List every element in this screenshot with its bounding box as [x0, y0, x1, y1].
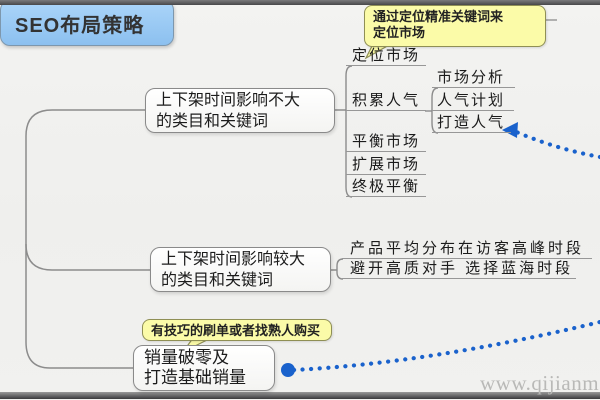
leaf-avoid-rivals-bluesea[interactable]: 避开高质对手 选择蓝海时段 [342, 260, 576, 279]
branch-node-sales-breakthrough[interactable]: 销量破零及 打造基础销量 [133, 345, 275, 391]
branch2-connector [25, 243, 150, 271]
relationship-arrowhead-icon [502, 122, 518, 138]
leaf-dingwei-shichang[interactable]: 定位市场 [346, 47, 426, 66]
leaf-jilei-renqi[interactable]: 积累人气 [346, 92, 426, 111]
watermark-text: www.qijianm [480, 371, 600, 395]
top-window-bar [0, 0, 600, 5]
branch3-label-line1: 销量破零及 [144, 348, 229, 367]
branch2-label-line1: 上下架时间影响较大 [161, 250, 306, 268]
note-positioning-keywords[interactable]: 通过定位精准关键词来 定位市场 [364, 5, 546, 47]
branch3-label-line2: 打造基础销量 [144, 368, 246, 387]
note1-text-line1: 通过定位精准关键词来 [373, 9, 504, 24]
bottom-window-bar [0, 392, 600, 399]
branch2-spine [336, 258, 344, 280]
branch1-label-line2: 的类目和关键词 [156, 112, 269, 130]
leaf-product-peak-hours[interactable]: 产品平均分布在访客高峰时段 [342, 240, 592, 259]
branch-node-timing-big-impact[interactable]: 上下架时间影响较大 的类目和关键词 [150, 247, 331, 292]
relationship-curve-to-dazao-renqi[interactable] [511, 128, 600, 160]
branch2-label-line2: 的类目和关键词 [161, 271, 274, 289]
relationship-start-dot [281, 363, 295, 377]
branch1-label-line1: 上下架时间影响不大 [156, 91, 301, 109]
leaf-shichang-fenxi[interactable]: 市场分析 [432, 69, 515, 88]
leaf-pingheng-shichang[interactable]: 平衡市场 [346, 133, 426, 152]
note-brushing-orders[interactable]: 有技巧的刷单或者找熟人购买 [142, 319, 332, 341]
leaf-zhongji-pingheng[interactable]: 终极平衡 [346, 178, 426, 197]
trunk-connector [25, 109, 145, 369]
branch-node-timing-small-impact[interactable]: 上下架时间影响不大 的类目和关键词 [145, 88, 335, 133]
leaf-kuozhan-shichang[interactable]: 扩展市场 [346, 156, 426, 175]
note1-text-line2: 定位市场 [373, 25, 426, 40]
relationship-curve-from-sales[interactable] [291, 319, 600, 373]
root-node-label: SEO布局策略 [15, 14, 145, 37]
leaf-dazao-renqi[interactable]: 打造人气 [432, 114, 511, 133]
branch1-spine [345, 65, 353, 198]
leaf-renqi-jihua[interactable]: 人气计划 [432, 92, 514, 111]
